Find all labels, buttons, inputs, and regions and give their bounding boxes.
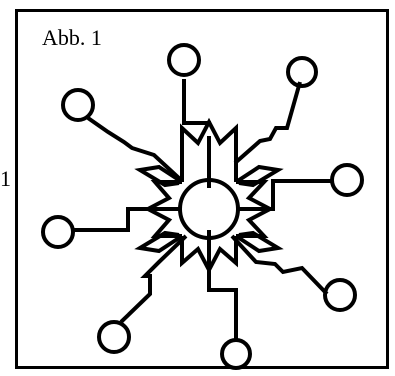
node-bottom-circle <box>220 338 252 370</box>
star-ray-lower-left <box>134 230 184 254</box>
connector-upper-right <box>233 81 302 165</box>
node-upper-left-circle <box>61 88 95 122</box>
connector-bottom <box>207 230 238 342</box>
node-top-circle <box>167 43 201 77</box>
node-right-circle <box>330 163 364 197</box>
node-left-circle <box>41 215 75 249</box>
node-upper-right-circle <box>286 56 318 88</box>
node-lower-left-circle <box>97 320 131 354</box>
page-margin-text: 1 <box>0 166 11 191</box>
connector-right <box>239 179 331 211</box>
connector-lower-left <box>119 234 188 324</box>
star-ray-lower-right <box>234 230 284 254</box>
center-hub-circle <box>178 178 240 240</box>
figure-caption: Abb. 1 <box>42 25 102 50</box>
star-ray-upper-right <box>234 164 284 188</box>
star-ray-upper-left <box>134 164 184 188</box>
node-lower-right-circle <box>323 278 357 312</box>
connector-lower-right <box>230 234 329 296</box>
connector-upper-left <box>86 116 183 182</box>
connector-left <box>72 207 179 232</box>
figure-frame: Abb. 1 <box>15 9 389 369</box>
